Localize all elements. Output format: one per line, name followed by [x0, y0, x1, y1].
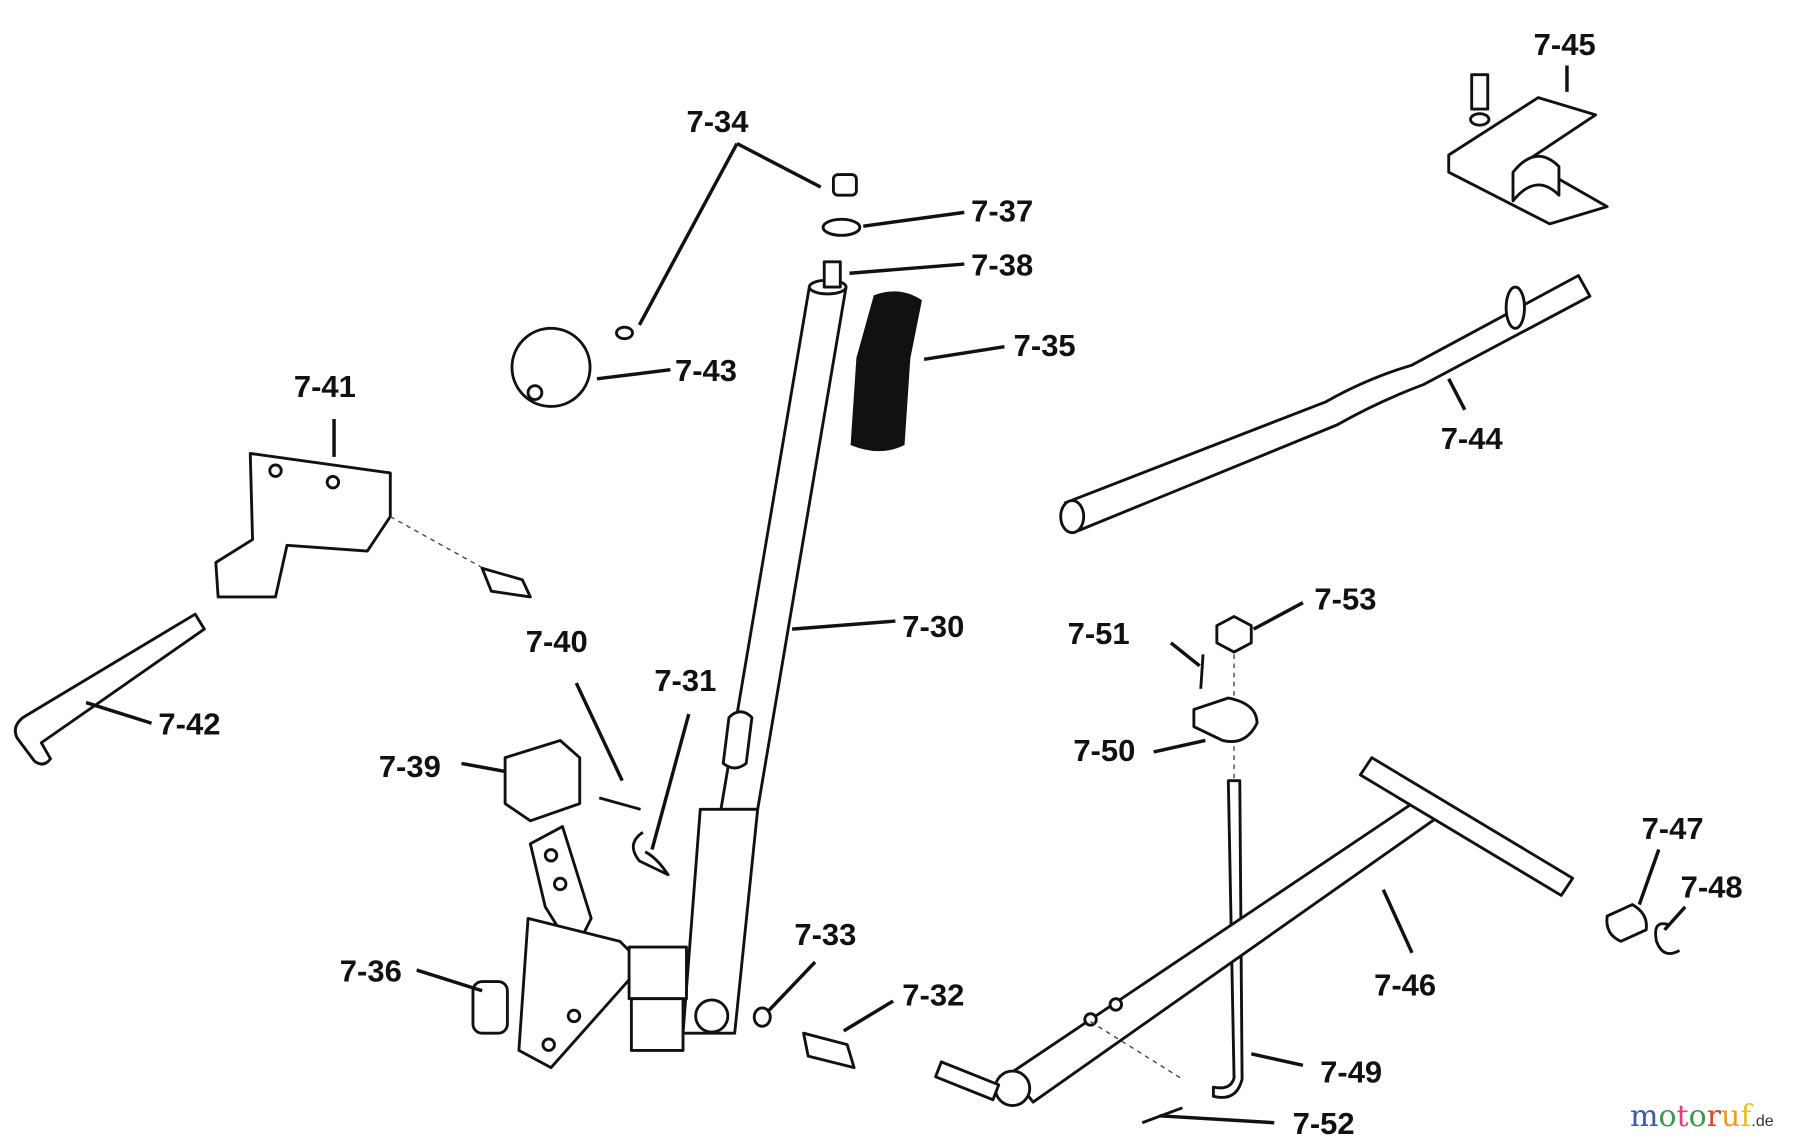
block-part — [503, 739, 582, 823]
label-7-53: 7-53 — [1314, 582, 1376, 617]
label-7-43: 7-43 — [675, 353, 737, 388]
label-7-39: 7-39 — [379, 749, 441, 784]
lock-washer-part — [752, 1006, 772, 1028]
watermark-letter: f — [1740, 1099, 1752, 1134]
watermark-text: motoruf — [1630, 1100, 1751, 1133]
watermark-letter: r — [1706, 1099, 1721, 1134]
label-7-44: 7-44 — [1441, 421, 1504, 456]
watermark-letter: u — [1720, 1099, 1741, 1134]
label-7-35: 7-35 — [1014, 328, 1076, 363]
bracket-part — [214, 452, 392, 599]
label-7-52: 7-52 — [1293, 1106, 1355, 1141]
label-7-42: 7-42 — [158, 707, 220, 742]
label-7-47: 7-47 — [1642, 811, 1704, 846]
label-7-50: 7-50 — [1073, 733, 1135, 768]
lever-tube-part — [681, 260, 848, 1035]
e-clip-part — [1654, 922, 1681, 955]
label-7-32: 7-32 — [902, 978, 964, 1013]
label-7-33: 7-33 — [794, 917, 856, 952]
swivel-part — [1192, 696, 1259, 743]
label-7-30: 7-30 — [902, 609, 964, 644]
washer-part — [821, 217, 862, 237]
label-7-51: 7-51 — [1068, 616, 1130, 651]
label-7-41: 7-41 — [294, 369, 356, 404]
lift-arm-part — [934, 756, 1575, 1107]
clip-part — [615, 325, 634, 341]
watermark-letter: m — [1630, 1099, 1659, 1134]
watermark-letter: o — [1658, 1099, 1677, 1134]
l-rod-part — [13, 612, 206, 766]
knob-part — [510, 326, 592, 408]
nut-part — [1215, 615, 1253, 654]
label-7-45: 7-45 — [1534, 27, 1596, 62]
label-7-34: 7-34 — [686, 104, 749, 139]
bolt-part — [480, 566, 532, 599]
pivot-bolt-part — [802, 1031, 856, 1070]
watermark-letter: o — [1688, 1099, 1707, 1134]
label-7-38: 7-38 — [971, 248, 1033, 283]
bushing-part — [1605, 903, 1648, 943]
pin-part — [598, 796, 641, 811]
label-7-40: 7-40 — [526, 624, 588, 659]
hairpin-part — [631, 831, 670, 877]
label-7-36: 7-36 — [340, 954, 402, 989]
cap-part — [831, 173, 858, 197]
threaded-rod-part — [1211, 779, 1244, 1099]
label-7-48: 7-48 — [1681, 870, 1743, 905]
grip-part — [850, 291, 922, 452]
leader-lines — [85, 65, 1687, 1125]
tube-part — [1059, 274, 1592, 535]
cotter-part — [1199, 654, 1205, 689]
label-7-49: 7-49 — [1320, 1055, 1382, 1090]
watermark-logo: motoruf.de — [1630, 1100, 1774, 1133]
spring-part — [471, 980, 509, 1035]
linkage-part — [517, 825, 730, 1070]
watermark-suffix: .de — [1751, 1113, 1774, 1130]
watermark-letter: t — [1676, 1099, 1689, 1134]
clamp-part — [1447, 73, 1609, 226]
label-7-46: 7-46 — [1374, 967, 1436, 1002]
label-7-31: 7-31 — [654, 663, 716, 698]
label-7-37: 7-37 — [971, 194, 1033, 229]
